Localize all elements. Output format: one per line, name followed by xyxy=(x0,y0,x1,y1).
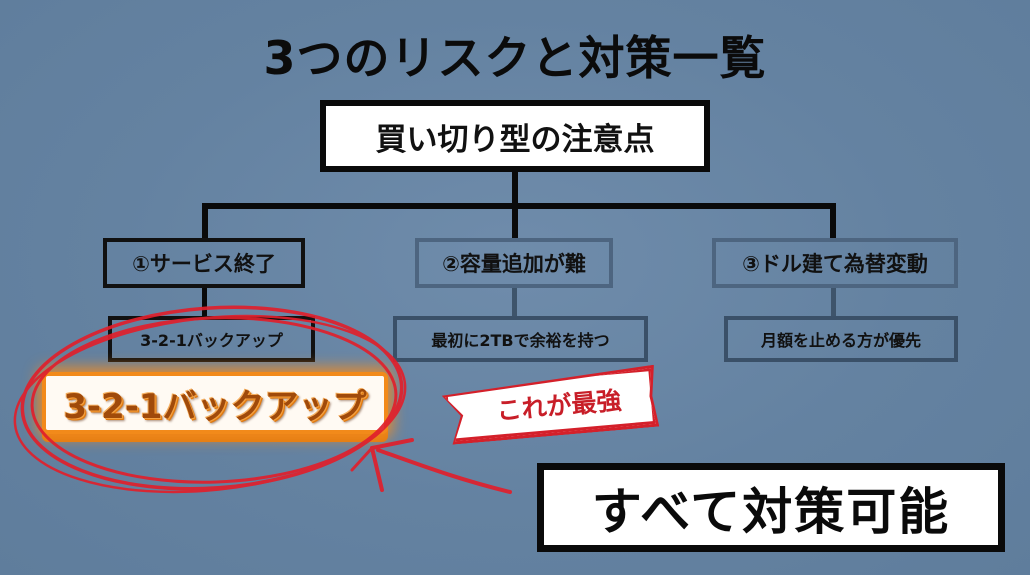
risk-node-label: ②容量追加が難 xyxy=(442,252,586,276)
countermeasure-label: 3-2-1バックアップ xyxy=(140,331,283,350)
connector-horizontal xyxy=(202,203,836,209)
connector-risk-3-down xyxy=(831,288,836,317)
highlight-badge: 3-2-1バックアップ xyxy=(42,372,388,434)
risk-node-2: ②容量追加が難 xyxy=(415,238,613,288)
connector-to-risk-2 xyxy=(512,203,518,240)
connector-to-risk-3 xyxy=(830,203,836,240)
root-node: 買い切り型の注意点 xyxy=(320,100,710,172)
conclusion-box: すべて対策可能 xyxy=(537,463,1005,552)
countermeasure-node-2: 最初に2TBで余裕を持つ xyxy=(393,316,648,362)
connector-root-down xyxy=(512,172,518,208)
connector-risk-2-down xyxy=(512,288,517,317)
countermeasure-node-3: 月額を止める方が優先 xyxy=(724,316,958,362)
countermeasure-node-1: 3-2-1バックアップ xyxy=(108,316,315,362)
callout-label: これが最強 xyxy=(495,385,623,426)
connector-to-risk-1 xyxy=(202,203,208,240)
page-title: 3つのリスクと対策一覧 xyxy=(263,31,767,85)
highlight-label: 3-2-1バックアップ xyxy=(63,386,367,427)
root-node-label: 買い切り型の注意点 xyxy=(375,121,655,158)
risk-node-3: ③ドル建て為替変動 xyxy=(712,238,958,288)
risk-node-1: ①サービス終了 xyxy=(103,238,305,288)
risk-node-label: ①サービス終了 xyxy=(132,252,276,276)
countermeasure-label: 最初に2TBで余裕を持つ xyxy=(431,331,610,350)
conclusion-label: すべて対策可能 xyxy=(591,482,951,541)
connector-risk-1-down xyxy=(202,288,207,317)
countermeasure-label: 月額を止める方が優先 xyxy=(760,331,921,350)
risk-node-label: ③ドル建て為替変動 xyxy=(742,252,928,276)
